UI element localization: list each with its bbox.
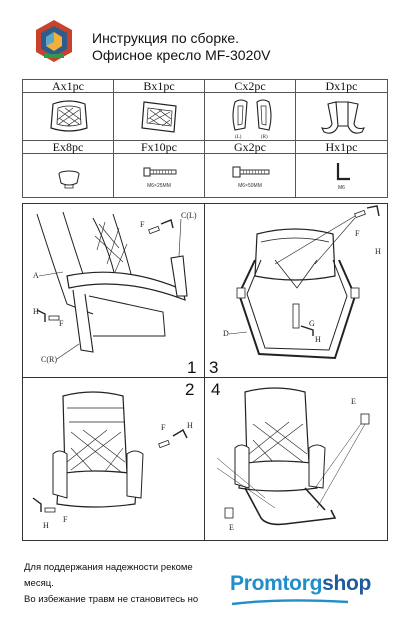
callout-d: D [223,329,229,338]
armrest-pair-icon: (L) (R) [232,99,272,140]
page-title: Инструкция по сборке. Офисное кресло MF-… [92,30,270,64]
bolt-spec: M6×50MM [238,183,262,189]
callout-f: F [355,229,360,238]
callout-f: F [161,423,166,432]
callout-h: H [33,307,39,316]
step-number: 2 [185,380,195,399]
screw-icon [143,167,177,177]
callout-e: E [351,397,356,406]
parts-table: Ax1pc Bx1pc Cx2pc (L) (R) Dx1pc [22,79,388,199]
step-1-panel: F C(L) A H F C(R) 1 [22,203,205,378]
brand-name-part2: shop [322,572,372,595]
step-2-illustration: F H F H [32,391,193,530]
callout-c-right: C(R) [41,355,57,364]
callout-f: F [140,220,145,229]
hex-key-spec: M6 [338,185,345,191]
callout-h: H [375,247,381,256]
maintenance-note: Для поддержания надежности рекоме месяц.… [24,560,214,608]
callout-e: E [229,523,234,532]
part-cell-b: Bx1pc [113,79,205,141]
note-line-3: Во избежание травм не становитесь но [24,594,199,605]
step-1-illustration: F C(L) A H F C(R) [33,211,197,364]
brand-name-part1: Promtorg [230,572,323,595]
callout-g: G [309,319,315,328]
step-2-panel: F H F H 2 [22,377,205,541]
title-line-1: Инструкция по сборке. [92,30,240,46]
step-number: 1 [187,358,197,377]
step-3-panel: F H G H D 3 [204,203,388,378]
part-cell-g: Gx2pc M6×50MM [204,140,296,198]
sled-base-icon [320,101,366,134]
note-line-1: Для поддержания надежности рекоме [24,562,193,573]
part-label: Gx2pc [205,141,295,154]
step-4-illustration: E E [216,387,370,532]
brand-watermark: Promtorgshop [224,566,392,610]
seat-cushion-icon [50,100,88,132]
callout-c-left: C(L) [181,211,197,220]
callout-h: H [315,335,321,344]
step-3-illustration: F H G H D [223,205,381,360]
part-label: Bx1pc [114,80,204,93]
part-cell-f: Fx10pc M6×25MM [113,140,205,198]
callout-h: H [43,521,49,530]
part-cell-h: Hx1pc M6 [295,140,388,198]
title-line-2: Офисное кресло MF-3020V [92,47,271,63]
callout-a: A [33,271,39,280]
callout-h: H [187,421,193,430]
screw-spec: M6×25MM [147,183,171,189]
step-number: 3 [209,358,219,377]
step-number: 4 [211,380,221,399]
brand-logo-icon [36,20,72,62]
part-label: Cx2pc [205,80,295,93]
part-label: Hx1pc [296,141,387,154]
armrest-left-label: (L) [235,135,242,140]
callout-f: F [59,319,64,328]
cap-icon [58,170,80,189]
part-cell-e: Ex8pc [22,140,114,198]
part-label: Ex8pc [23,141,113,154]
brand-name: Promtorgshop [230,572,371,596]
hex-key-icon [336,163,350,181]
callout-f: F [63,515,68,524]
brand-swoosh-icon [231,599,349,606]
part-cell-a: Ax1pc [22,79,114,141]
note-line-2: месяц. [24,578,54,589]
step-4-panel: E E 4 [204,377,388,541]
bolt-icon [232,166,270,178]
part-label: Fx10pc [114,141,204,154]
backrest-icon [141,101,177,133]
part-label: Ax1pc [23,80,113,93]
part-cell-d: Dx1pc [295,79,388,141]
part-cell-c: Cx2pc (L) (R) [204,79,296,141]
part-label: Dx1pc [296,80,387,93]
armrest-right-label: (R) [261,135,268,140]
